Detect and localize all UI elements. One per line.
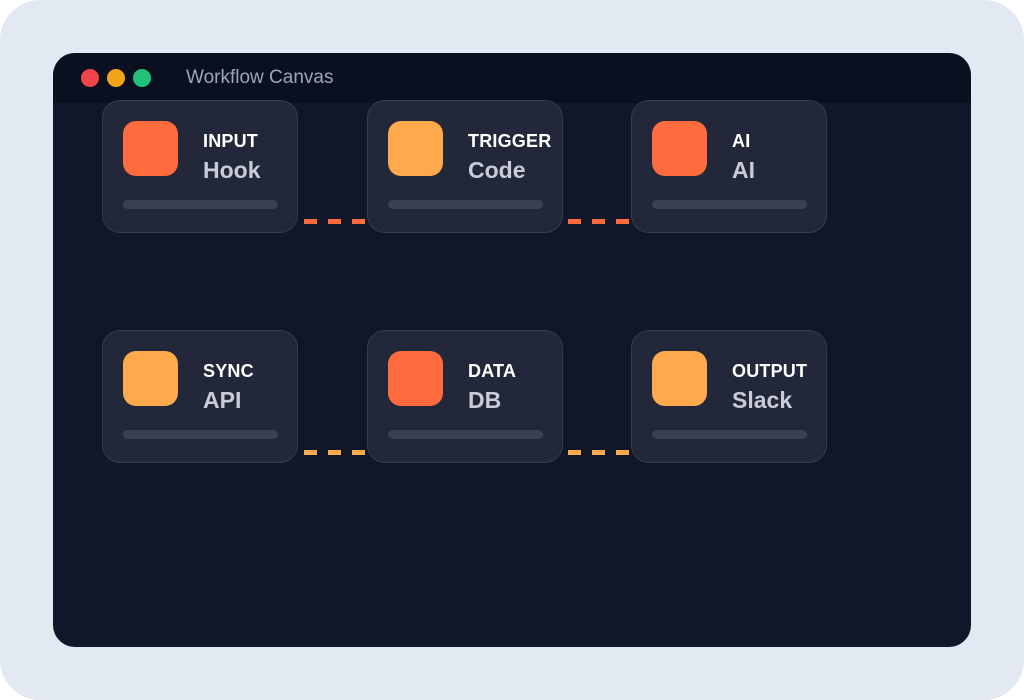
node-progress-bar (388, 430, 543, 439)
node-name: Slack (732, 387, 793, 413)
connector-dash (616, 450, 629, 455)
connector-dash (304, 450, 317, 455)
node-progress-bar (652, 200, 807, 209)
node-icon (388, 121, 443, 176)
node-name: Code (468, 157, 526, 183)
node-output[interactable]: OUTPUT Slack (631, 330, 827, 463)
connector-dash (568, 219, 581, 224)
node-progress-bar (652, 430, 807, 439)
node-ai[interactable]: AI AI (631, 100, 827, 233)
node-type-label: OUTPUT (732, 361, 808, 381)
node-type-label: INPUT (203, 131, 258, 151)
connector-dash (616, 219, 629, 224)
node-icon (388, 351, 443, 406)
node-progress-bar (123, 430, 278, 439)
node-type-label: SYNC (203, 361, 254, 381)
node-name: AI (732, 157, 755, 183)
connector-dash (352, 450, 365, 455)
node-input[interactable]: INPUT Hook (102, 100, 298, 233)
node-progress-bar (123, 200, 278, 209)
title-bar: Workflow Canvas (53, 53, 971, 103)
connector-dash (328, 450, 341, 455)
node-icon (652, 121, 707, 176)
close-window-button[interactable] (81, 69, 99, 87)
maximize-window-button[interactable] (133, 69, 151, 87)
node-name: API (203, 387, 242, 413)
connector-dash (328, 219, 341, 224)
window-title: Workflow Canvas (186, 67, 334, 88)
connector-dash (352, 219, 365, 224)
node-icon (652, 351, 707, 406)
node-icon (123, 351, 178, 406)
node-name: DB (468, 387, 502, 413)
node-sync[interactable]: SYNC API (102, 330, 298, 463)
connector-dash (592, 450, 605, 455)
node-type-label: AI (732, 131, 751, 151)
connector-dash (592, 219, 605, 224)
minimize-window-button[interactable] (107, 69, 125, 87)
connector-dash (568, 450, 581, 455)
node-progress-bar (388, 200, 543, 209)
connector-dash (304, 219, 317, 224)
node-name: Hook (203, 157, 261, 183)
node-icon (123, 121, 178, 176)
node-type-label: TRIGGER (468, 131, 552, 151)
node-data[interactable]: DATA DB (367, 330, 563, 463)
node-type-label: DATA (468, 361, 517, 381)
node-trigger[interactable]: TRIGGER Code (367, 100, 563, 233)
